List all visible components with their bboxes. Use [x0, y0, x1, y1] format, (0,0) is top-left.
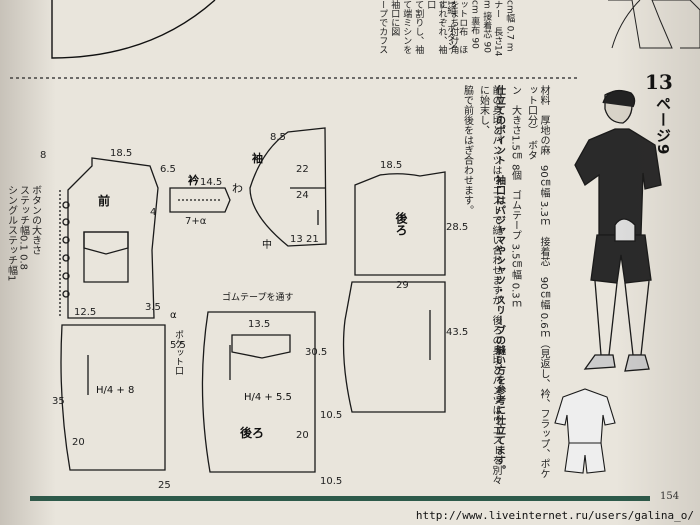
- figure-hair: [602, 89, 636, 108]
- back-measure-2: 28.5: [446, 222, 468, 233]
- front-measure-4: 4: [150, 207, 156, 218]
- back-bodice-outline: [354, 171, 446, 276]
- back-view-shirt: [554, 388, 616, 444]
- button-4: [62, 254, 70, 262]
- label-h4-plus-8: H/4 + 8: [96, 385, 135, 396]
- front-measure-5: 3.5: [145, 302, 161, 313]
- button-note-3: シングルステッチ幅1: [5, 185, 17, 282]
- sleeve-measure-4: 13: [290, 234, 303, 245]
- label-back-pants: 後ろ: [240, 426, 265, 440]
- back-pants-outline: [342, 281, 446, 413]
- sleeve-outline: [249, 127, 327, 247]
- footer-url[interactable]: http://www.liveinternet.ru/users/galina_…: [415, 509, 694, 522]
- button-2: [62, 218, 70, 226]
- button-note-2: ステッチ幅0.1 0.8: [17, 185, 29, 270]
- dress-skirt: [611, 0, 641, 49]
- front-measure-1: 18.5: [110, 148, 132, 159]
- top-material-5: ナー 長さ14: [492, 0, 503, 57]
- label-sleeve: 袖: [252, 152, 263, 165]
- front-pants-measure-4: 25: [158, 480, 171, 491]
- back-view-shorts: [564, 442, 606, 474]
- front-pants-measure-2: 35: [52, 396, 65, 407]
- button-note-1: ボタンの大きさ: [29, 185, 41, 255]
- materials-line-4: 前の身頃とパンツはウエストで縫い合わせますが、後ろの身頃とパンツはウエストを別々…: [477, 85, 502, 485]
- front-pocket: [83, 231, 129, 283]
- label-front: 前: [98, 194, 111, 208]
- materials-line-1: 材料 厚地の麻 90㎝幅 3.3ｍ 接着芯 90㎝幅 0.6ｍ（見返し、衿、フラ…: [525, 85, 550, 479]
- figure-shorts: [590, 234, 652, 284]
- label-alpha: α: [170, 310, 177, 321]
- top-instruction-2: すれぞれ、袖口: [425, 0, 447, 54]
- top-instruction-3: て割りし、袖: [413, 0, 424, 54]
- front-measure-2: 8: [40, 150, 46, 161]
- mid-pants-measure-2: 30.5: [305, 347, 327, 358]
- bottom-rule: [30, 496, 650, 501]
- top-instruction-1: をまち付け角に: [437, 0, 459, 54]
- front-measure-3: 6.5: [160, 164, 176, 175]
- materials-line-3: 仕立てのポイント 袖口はパジャマやシャツ・スリーブの縫い方を参考に仕立てます。: [493, 85, 505, 475]
- top-material-3: ットロ布 ほ: [457, 0, 468, 54]
- figure-right-shoe: [624, 354, 650, 372]
- collar-outline: [169, 187, 231, 213]
- back-measure-3: 29: [396, 280, 409, 291]
- sleeve-measure-1: 8.5: [270, 132, 286, 143]
- page-number: 154: [660, 491, 680, 502]
- top-material-1: m 接着芯 90: [481, 0, 492, 53]
- mid-pants-measure-3: 20: [296, 430, 309, 441]
- label-back-top: 後ろ: [394, 212, 408, 236]
- button-1: [62, 201, 70, 209]
- button-3: [62, 236, 70, 244]
- figure-left-leg: [594, 280, 618, 356]
- button-6: [62, 290, 70, 298]
- back-measure-1: 18.5: [380, 160, 402, 171]
- middle-pants-outline: [201, 311, 316, 473]
- top-instruction-4: て端ミシンを: [401, 0, 412, 54]
- collar-measure-2: 7+α: [185, 216, 207, 227]
- top-material-2: cm 裏布 90: [469, 0, 480, 49]
- page-ref-number: 13: [645, 70, 673, 94]
- previous-pattern-curve: [51, 0, 216, 59]
- sleeve-measure-5: 21: [306, 234, 319, 245]
- mid-pants-measure-5: 10.5: [320, 476, 342, 487]
- sleeve-measure-3: 24: [296, 190, 309, 201]
- front-measure-6: 12.5: [74, 307, 96, 318]
- figure-left-shoe: [583, 354, 616, 370]
- materials-line-2: ン 大きさ1.5㎝ 8個 ゴムテープ 3.5㎝幅 0.3ｍ: [509, 85, 521, 309]
- label-middle: 中: [262, 240, 272, 251]
- top-material-6: cm幅 0.7 m: [504, 0, 515, 52]
- label-wa: わ: [232, 182, 243, 195]
- top-divider-area: [10, 0, 700, 79]
- front-pants-measure-1: 5.5: [170, 340, 186, 351]
- button-5: [62, 272, 70, 280]
- materials-line-5: 脇で前後をはぎ合わせます。: [461, 85, 473, 215]
- dress-illustration: [608, 0, 700, 49]
- top-instruction-6: ープでカフス: [377, 0, 388, 54]
- label-collar: 衿: [188, 174, 199, 187]
- back-view-illustration: [554, 388, 616, 474]
- front-pants-measure-3: 20: [72, 437, 85, 448]
- collar-measure: 14.5: [200, 177, 222, 188]
- middle-pocket: [231, 334, 291, 359]
- front-flap: [83, 231, 129, 255]
- mid-pants-measure-4: 10.5: [320, 410, 342, 421]
- back-measure-4: 43.5: [446, 327, 468, 338]
- label-elastic: ゴムテープを通す: [222, 293, 294, 303]
- figure-bag: [614, 218, 636, 242]
- front-bodice-outline: [67, 157, 159, 319]
- figure-right-leg: [624, 280, 650, 356]
- label-h4-plus-55: H/4 + 5.5: [244, 392, 292, 403]
- page-ref-label: ページ9: [654, 96, 672, 156]
- fashion-illustration: [574, 89, 662, 372]
- top-instruction-5: 袖口に図: [389, 0, 400, 36]
- label-pocket-mouth: ポケット口: [173, 330, 183, 375]
- top-material-4: 1組 ボタン: [445, 0, 456, 51]
- figure-shirt: [574, 128, 662, 236]
- mid-pants-measure-1: 13.5: [248, 319, 270, 330]
- front-pants-outline: [60, 324, 166, 471]
- sleeve-measure-2: 22: [296, 164, 309, 175]
